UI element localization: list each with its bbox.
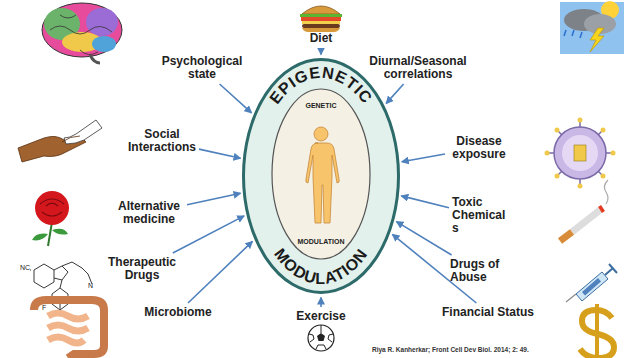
citation: Riya R. Kanherkar; Front Cell Dev Biol. …	[372, 346, 572, 354]
factor-label: Therapeutic Drugs	[106, 256, 178, 282]
factor-label: Financial Status	[438, 306, 538, 319]
rose-icon	[32, 191, 69, 246]
factor-label: Toxic Chemicals	[452, 196, 509, 235]
influence-arrow	[199, 149, 241, 158]
atom-label: F	[42, 304, 52, 312]
inner-ellipse-outline	[271, 88, 371, 260]
factor-label: Drugs of Abuse	[450, 258, 506, 284]
factor-label: Disease exposure	[448, 135, 510, 161]
influence-arrow	[386, 84, 403, 103]
factor-label: Exercise	[292, 310, 350, 323]
human-figure	[306, 127, 340, 223]
factor-label: Diet	[300, 32, 342, 45]
influence-arrow	[188, 241, 252, 303]
factor-label: Alternative medicine	[114, 200, 184, 226]
factor-label: Psychological state	[160, 55, 244, 81]
inner-title: MODULATION	[271, 238, 371, 246]
syringe-icon	[566, 264, 617, 302]
influence-arrow	[173, 216, 244, 253]
dollar-icon	[580, 304, 614, 358]
burger-icon	[300, 6, 342, 32]
atom-label: N	[88, 282, 98, 290]
storm-icon	[560, 1, 624, 54]
intestine-icon	[34, 300, 104, 358]
virus-icon	[545, 118, 616, 189]
factor-label: Diurnal/Seasonal correlations	[366, 55, 470, 81]
influence-arrow	[396, 222, 451, 255]
inner-title: GENETIC	[271, 102, 371, 110]
influence-arrow	[402, 154, 445, 162]
influence-arrow	[320, 48, 322, 55]
cigarette-icon	[560, 180, 608, 241]
influence-arrow	[220, 84, 252, 113]
influence-arrow	[401, 196, 449, 208]
atom-label: NC	[20, 264, 36, 272]
factor-label: Social Interactions	[128, 128, 196, 154]
handshake-icon	[18, 120, 102, 162]
brain-icon	[42, 3, 122, 63]
factor-label: Microbiome	[138, 306, 218, 319]
influence-arrow	[320, 298, 322, 308]
soccer-ball	[308, 325, 334, 351]
genetic-ellipse: GENETIC MODULATION	[271, 88, 371, 260]
influence-arrow	[187, 193, 241, 205]
epigenetic-ellipse: EPIGENETICMODULATIONGENETICMODULATION	[242, 58, 400, 294]
